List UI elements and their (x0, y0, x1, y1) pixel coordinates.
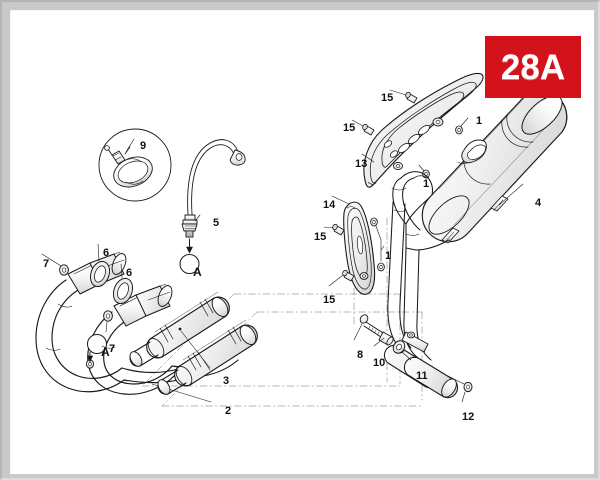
part-6-gaskets (89, 243, 134, 305)
callout-15-d: 15 (323, 294, 336, 306)
part-1-screws-upper (418, 117, 469, 179)
callout-12: 12 (462, 411, 475, 423)
callout-7-a: 7 (43, 258, 50, 270)
part-2-exhaust-header-assembly (35, 251, 239, 395)
callout-15-b: 15 (343, 122, 356, 134)
part-9-hose-clamp-detail (98, 128, 172, 202)
part-12-nut (447, 375, 473, 403)
callout-4: 4 (535, 197, 542, 209)
part-3-resonator-canisters (129, 291, 258, 395)
callout-8: 8 (357, 349, 364, 361)
callout-A-boss: A (101, 345, 110, 359)
part-14-lower-heat-shield (343, 201, 376, 295)
part-5-oxygen-sensor (179, 139, 246, 274)
callout-5: 5 (213, 217, 220, 229)
callout-13: 13 (355, 158, 368, 170)
callout-A-sensor: A (193, 265, 202, 279)
callout-1-a: 1 (476, 115, 483, 127)
callout-6-a: 6 (103, 247, 110, 259)
part-1-screws-lower (370, 217, 385, 272)
callout-6-b: 6 (126, 267, 133, 279)
callout-1-b: 1 (423, 178, 430, 190)
exhaust-downpipe-assembly (383, 171, 459, 399)
exhaust-system-technical-drawing (35, 72, 568, 407)
callout-14: 14 (323, 199, 336, 211)
part-15-rivets-upper (351, 89, 418, 136)
part-10-spacer-sleeve (373, 331, 394, 347)
callout-1-c: 1 (385, 250, 392, 262)
part-8-mounting-bolt (353, 314, 385, 341)
part-13-upper-heat-shield (363, 72, 484, 188)
section-badge-label: 28A (500, 47, 566, 87)
callout-11: 11 (416, 370, 428, 382)
part-11-rubber-bushing (392, 340, 412, 361)
diagram-canvas: 9 5 A 15 15 13 1 1 4 14 15 1 15 7 6 6 7 … (10, 10, 594, 474)
callout-2: 2 (225, 405, 232, 417)
part-15-rivets-lower (323, 223, 355, 287)
section-badge: 28A (485, 36, 581, 98)
callout-15-a: 15 (381, 92, 394, 104)
callout-15-c: 15 (314, 231, 327, 243)
part-7-flange-nuts (41, 253, 113, 333)
callout-10: 10 (373, 357, 386, 369)
callout-7-b: 7 (109, 343, 116, 355)
callout-9: 9 (140, 140, 147, 152)
callout-3: 3 (223, 375, 230, 387)
